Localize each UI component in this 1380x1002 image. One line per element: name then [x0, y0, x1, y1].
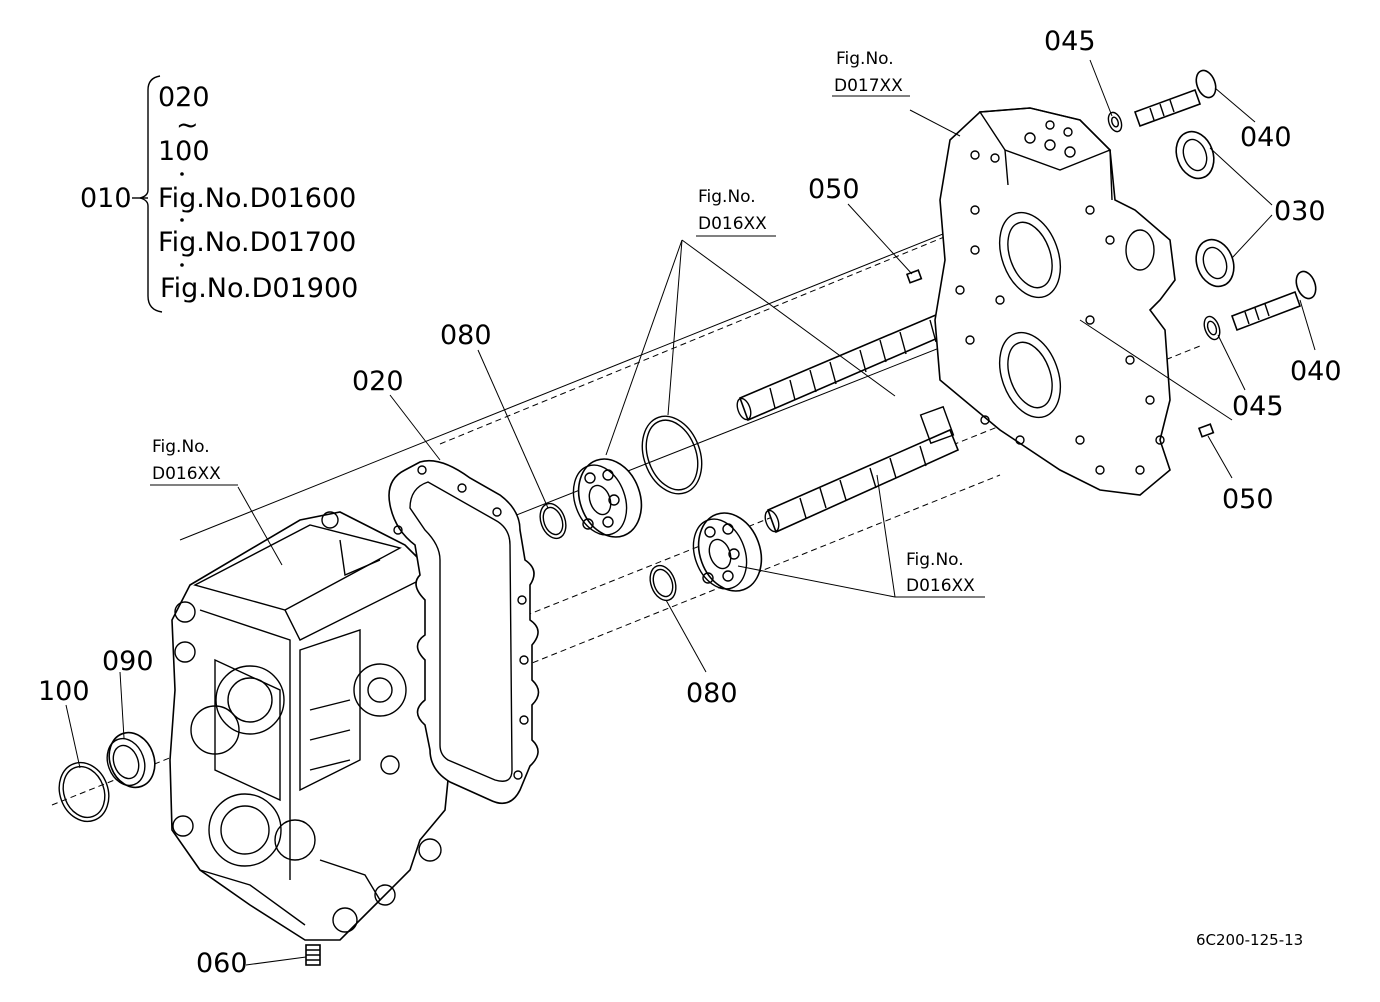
gasket [388, 459, 540, 805]
fig-refs: Fig.No. D017XX Fig.No. D016XX Fig.No. D0… [152, 49, 975, 596]
bearing-upper [572, 458, 643, 538]
drawing-code: 6C200-125-13 [1196, 931, 1303, 949]
figref-right-code: D016XX [906, 576, 975, 596]
bolt-040-lower [1230, 270, 1317, 332]
front-housing [934, 107, 1176, 496]
legend-bottom: 100 [158, 136, 210, 167]
figref-mid-code: D016XX [698, 214, 767, 234]
figref-top-prefix: Fig.No. [836, 49, 894, 69]
snap-ring-100 [58, 761, 110, 823]
oil-seal-030-upper [1175, 130, 1215, 180]
legend-parent: 010 [80, 183, 132, 214]
callouts: 045 040 030 050 040 045 050 080 020 080 … [38, 26, 1342, 979]
callout-080-top: 080 [440, 320, 492, 351]
snap-ring-large [641, 415, 703, 495]
pin-050-upper [905, 269, 923, 284]
legend-dot [180, 218, 184, 222]
figref-right-prefix: Fig.No. [906, 550, 964, 570]
callout-050-bottom: 050 [1222, 484, 1274, 515]
figref-mid-prefix: Fig.No. [698, 187, 756, 207]
callout-040-bottom: 040 [1290, 356, 1342, 387]
legend-tilde: ~ [176, 110, 199, 141]
oil-seal-030-lower [1195, 238, 1235, 288]
oil-seal-090 [106, 731, 156, 789]
callout-020: 020 [352, 366, 404, 397]
pin-050-lower [1197, 423, 1215, 438]
figref-left-prefix: Fig.No. [152, 437, 210, 457]
shaft-lower [764, 405, 960, 534]
bolt-040-upper [1133, 69, 1217, 128]
washer-045-upper [1107, 111, 1123, 133]
plug-060 [305, 944, 321, 966]
callout-030: 030 [1274, 196, 1326, 227]
callout-045-top: 045 [1044, 26, 1096, 57]
legend-ref-1: Fig.No.D01600 [158, 183, 356, 214]
legend-dot [180, 263, 184, 267]
legend-ref-3: Fig.No.D01900 [160, 273, 358, 304]
snap-ring-upper-080 [539, 502, 567, 540]
leader-lines [65, 59, 1316, 966]
legend-top: 020 [158, 82, 210, 113]
legend-ref-2: Fig.No.D01700 [158, 227, 356, 258]
bearing-lower [692, 512, 763, 592]
rear-housing [169, 511, 451, 941]
callout-080-bottom: 080 [686, 678, 738, 709]
callout-040-top: 040 [1240, 122, 1292, 153]
callout-060: 060 [196, 948, 248, 979]
figref-top-code: D017XX [834, 76, 903, 96]
callout-090: 090 [102, 646, 154, 677]
legend: 020 ~ 100 010 Fig.No.D01600 Fig.No.D0170… [80, 75, 358, 313]
callout-050-top: 050 [808, 174, 860, 205]
legend-dot [180, 172, 184, 176]
callout-045-bottom: 045 [1232, 391, 1284, 422]
washer-045-lower [1203, 315, 1221, 341]
snap-ring-lower-080 [649, 564, 677, 602]
figref-left-code: D016XX [152, 464, 221, 484]
callout-100: 100 [38, 676, 90, 707]
